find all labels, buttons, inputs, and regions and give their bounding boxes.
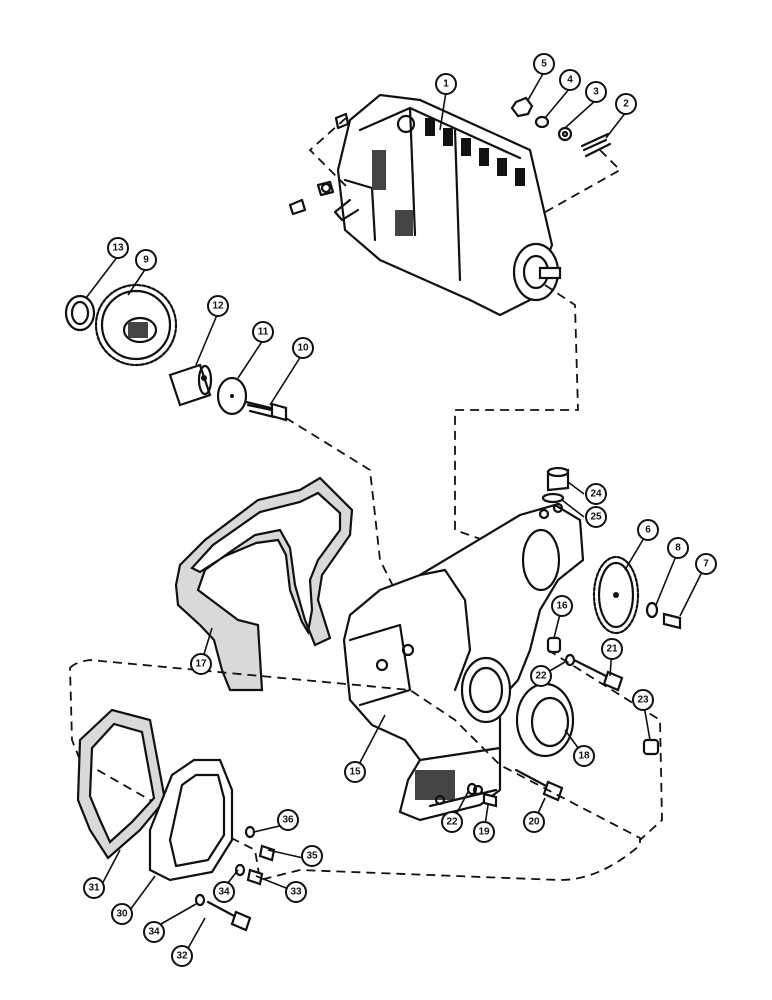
callout-34-lower: 34 (143, 921, 165, 943)
svg-text:15: 15 (349, 767, 361, 778)
washer-22-lower (466, 782, 478, 796)
bolt-19 (482, 792, 498, 808)
callout-31: 31 (83, 877, 105, 899)
front-oil-seal (515, 682, 575, 758)
svg-text:33: 33 (290, 887, 302, 898)
svg-text:10: 10 (297, 343, 309, 354)
idler-gear (94, 283, 178, 367)
thrust-washer (64, 294, 96, 332)
callout-2: 2 (615, 93, 637, 115)
timing-cover-gasket (174, 476, 354, 692)
callout-22-lower: 22 (441, 811, 463, 833)
callout-23: 23 (632, 689, 654, 711)
cover-plate (148, 758, 234, 882)
callout-17: 17 (190, 653, 212, 675)
gear-hub (168, 363, 213, 407)
housing-bolt (572, 658, 624, 692)
svg-text:22: 22 (535, 671, 547, 682)
svg-text:7: 7 (703, 559, 709, 570)
callout-15: 15 (344, 761, 366, 783)
callout-5: 5 (533, 53, 555, 75)
svg-text:34: 34 (148, 927, 160, 938)
svg-text:18: 18 (578, 751, 590, 762)
svg-text:2: 2 (623, 99, 629, 110)
svg-text:16: 16 (556, 601, 568, 612)
svg-text:34: 34 (218, 887, 230, 898)
retaining-plate (216, 376, 248, 416)
callout-20: 20 (523, 811, 545, 833)
svg-text:11: 11 (258, 327, 269, 338)
callout-22: 22 (530, 665, 552, 687)
svg-text:31: 31 (88, 883, 100, 894)
dowel-pin-lower (642, 738, 660, 756)
callout-18: 18 (573, 745, 595, 767)
callout-19: 19 (473, 821, 495, 843)
pump-mounting-bolts (288, 112, 350, 216)
drive-gear (592, 555, 640, 635)
callout-8: 8 (667, 537, 689, 559)
callout-32: 32 (171, 945, 193, 967)
svg-text:20: 20 (528, 817, 540, 828)
svg-text:21: 21 (606, 644, 618, 655)
callout-13: 13 (107, 237, 129, 259)
callout-10: 10 (292, 337, 314, 359)
svg-text:24: 24 (590, 489, 602, 500)
svg-text:8: 8 (675, 543, 681, 554)
callout-12: 12 (207, 295, 229, 317)
o-ring (541, 492, 565, 504)
svg-text:19: 19 (478, 827, 490, 838)
callout-36: 36 (277, 809, 299, 831)
callout-34: 34 (213, 881, 235, 903)
svg-text:5: 5 (541, 59, 547, 70)
callout-1: 1 (435, 73, 457, 95)
svg-text:30: 30 (116, 909, 128, 920)
svg-text:22: 22 (446, 817, 458, 828)
callout-35: 35 (301, 845, 323, 867)
callout-9: 9 (135, 249, 157, 271)
callout-6: 6 (637, 519, 659, 541)
svg-text:35: 35 (306, 851, 318, 862)
callout-4: 4 (559, 69, 581, 91)
svg-text:6: 6 (645, 525, 651, 536)
svg-text:17: 17 (195, 659, 207, 670)
cover-bolts (194, 825, 276, 932)
dowel-pin (546, 636, 562, 654)
svg-text:36: 36 (282, 815, 294, 826)
plug (546, 466, 570, 492)
callout-33: 33 (285, 881, 307, 903)
callout-3: 3 (585, 81, 607, 103)
svg-text:3: 3 (593, 87, 599, 98)
svg-text:13: 13 (112, 243, 124, 254)
svg-text:23: 23 (637, 695, 649, 706)
callout-30: 30 (111, 903, 133, 925)
injection-pump (333, 93, 562, 317)
svg-text:1: 1 (443, 79, 449, 90)
callout-11: 11 (252, 321, 274, 343)
gear-bolt-small (662, 612, 682, 630)
bolt-20 (514, 768, 564, 802)
lock-washer (645, 601, 659, 619)
callout-7: 7 (695, 553, 717, 575)
svg-text:32: 32 (176, 951, 188, 962)
svg-text:25: 25 (590, 512, 602, 523)
washer-22 (564, 653, 576, 667)
gear-housing (342, 502, 585, 822)
callout-21: 21 (601, 638, 623, 660)
svg-text:12: 12 (212, 301, 224, 312)
callout-25: 25 (585, 506, 607, 528)
callout-16: 16 (551, 595, 573, 617)
cover-gasket (76, 708, 167, 860)
svg-text:4: 4 (567, 75, 573, 86)
svg-text:9: 9 (143, 255, 149, 266)
callout-24: 24 (585, 483, 607, 505)
gear-bolt (244, 400, 288, 422)
